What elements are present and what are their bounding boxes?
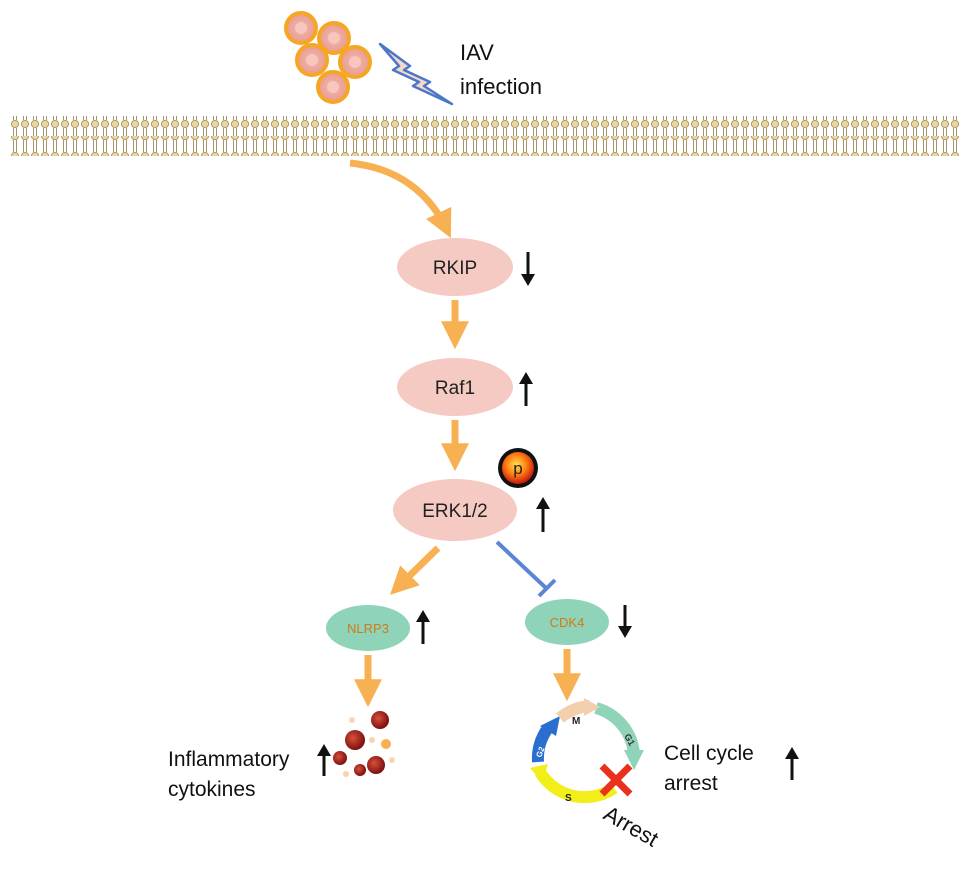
cytokines-icon bbox=[333, 711, 395, 777]
svg-text:ERK1/2: ERK1/2 bbox=[422, 501, 487, 522]
virus-cluster-icon bbox=[284, 11, 372, 104]
infection-label: IAV infection bbox=[460, 40, 542, 99]
inhibition-erk-to-cdk4 bbox=[495, 540, 557, 598]
cell-membrane bbox=[10, 116, 959, 156]
erk-node: ERK1/2 bbox=[393, 479, 517, 541]
svg-text:G2: G2 bbox=[534, 745, 546, 759]
raf1-node: Raf1 bbox=[397, 358, 513, 416]
svg-text:p: p bbox=[513, 459, 522, 478]
down-arrow-icon bbox=[521, 252, 535, 286]
arrow-erk-to-nlrp3 bbox=[389, 545, 441, 595]
up-arrow-icon bbox=[317, 744, 331, 776]
up-arrow-icon bbox=[519, 372, 533, 406]
cell-cycle-icon: M G1 S G2 bbox=[530, 698, 644, 804]
down-arrow-icon bbox=[618, 605, 632, 638]
up-arrow-icon bbox=[785, 747, 799, 780]
up-arrow-icon bbox=[416, 610, 430, 644]
cytokines-label: Inflammatory cytokines bbox=[168, 748, 295, 801]
svg-text:NLRP3: NLRP3 bbox=[347, 621, 389, 636]
phosphorylation-icon: p bbox=[498, 448, 538, 488]
lightning-bolt-icon bbox=[378, 42, 454, 106]
up-arrow-icon bbox=[536, 497, 550, 532]
cdk4-node: CDK4 bbox=[525, 599, 609, 645]
svg-text:M: M bbox=[572, 716, 580, 727]
svg-text:S: S bbox=[565, 793, 572, 804]
arrow-membrane-to-rkip bbox=[349, 159, 452, 239]
svg-text:RKIP: RKIP bbox=[433, 258, 477, 279]
nlrp3-node: NLRP3 bbox=[326, 605, 410, 651]
arrest-point-label: Arrest bbox=[600, 801, 663, 852]
cell-cycle-arrest-label: Cell cycle arrest bbox=[664, 742, 760, 795]
svg-text:CDK4: CDK4 bbox=[550, 615, 585, 630]
rkip-node: RKIP bbox=[397, 238, 513, 296]
svg-text:Raf1: Raf1 bbox=[435, 378, 475, 399]
